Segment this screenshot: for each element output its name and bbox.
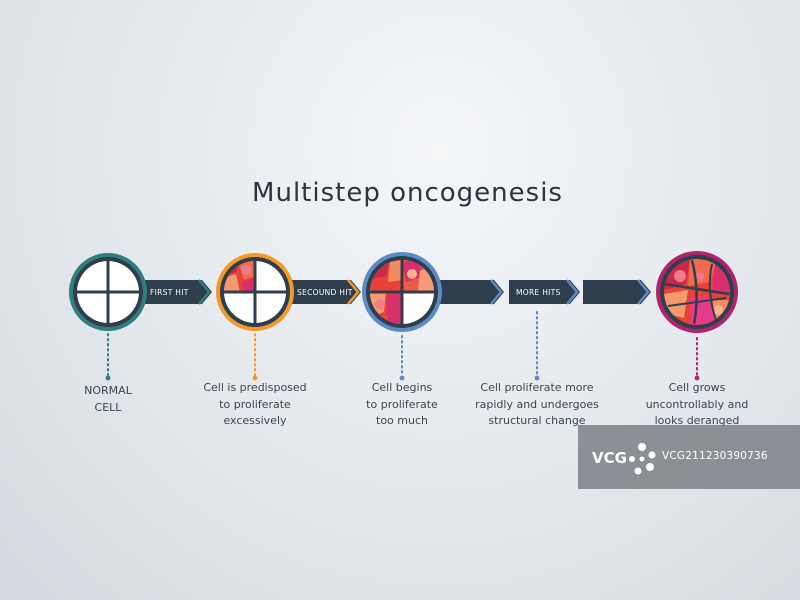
cell-label-line: looks deranged bbox=[654, 414, 740, 427]
cell-label-line: Cell proliferate more bbox=[480, 381, 594, 394]
cell-predisposed bbox=[216, 253, 294, 331]
arrow-third bbox=[438, 279, 504, 305]
arrow-more-hits: MORE HITS bbox=[509, 279, 580, 305]
cell-label-normal: NORMAL CELL bbox=[28, 383, 188, 416]
cell-label-line: to proliferate bbox=[219, 397, 291, 411]
stem-cell-3 bbox=[399, 335, 405, 381]
page-title: Multistep oncogenesis bbox=[252, 178, 563, 208]
arrow-second-hit: SECOUND HIT bbox=[290, 279, 361, 305]
watermark-brand: VCG bbox=[592, 449, 627, 467]
cell-label-line: Cell begins bbox=[371, 381, 433, 394]
cell-label-line: Cell grows bbox=[668, 381, 726, 394]
cell-label-line: rapidly and undergoes bbox=[475, 397, 599, 411]
arrow-first-hit: FIRST HIT bbox=[143, 279, 212, 305]
arrow-label-more-hits: MORE HITS bbox=[516, 288, 561, 297]
cell-label-line: structural change bbox=[488, 414, 586, 427]
cell-label-line: uncontrollably and bbox=[645, 397, 749, 411]
cell-label-line: to proliferate bbox=[366, 397, 438, 411]
cell-deranged bbox=[656, 251, 738, 333]
cell-label-line: NORMAL bbox=[84, 384, 132, 397]
arrow-label-second-hit: SECOUND HIT bbox=[297, 288, 353, 297]
cell-label-proliferating: Cell begins to proliferate too much bbox=[322, 380, 482, 430]
cell-label-line: Cell is predisposed bbox=[203, 381, 307, 394]
stem-cell-4 bbox=[534, 311, 540, 381]
cell-label-deranged: Cell grows uncontrollably and looks dera… bbox=[617, 380, 777, 430]
watermark: VCG VCG211230390736 bbox=[578, 425, 800, 489]
vcg-flower-icon bbox=[629, 443, 656, 475]
cell-label-predisposed: Cell is predisposed to proliferate exces… bbox=[175, 380, 335, 430]
cell-label-structural-change: Cell proliferate more rapidly and underg… bbox=[457, 380, 617, 430]
cell-proliferating bbox=[362, 252, 442, 332]
cell-label-line: too much bbox=[376, 414, 428, 427]
cell-normal bbox=[69, 253, 147, 331]
arrow-final bbox=[583, 279, 651, 305]
stem-cell-5 bbox=[694, 337, 700, 381]
watermark-code: VCG211230390736 bbox=[662, 450, 768, 462]
stem-cell-1 bbox=[105, 333, 111, 381]
vcg-logo: VCG bbox=[592, 443, 656, 475]
cell-label-line: CELL bbox=[94, 400, 122, 414]
arrow-label-first-hit: FIRST HIT bbox=[150, 288, 189, 297]
cell-label-line: excessively bbox=[223, 414, 287, 427]
stem-cell-2 bbox=[252, 333, 258, 381]
